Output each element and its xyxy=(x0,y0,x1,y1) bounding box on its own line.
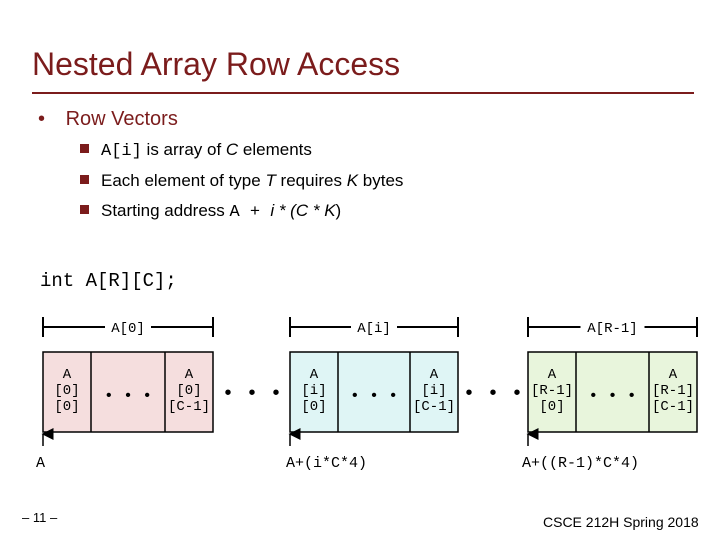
cell-first-label: [0] xyxy=(54,383,79,399)
cell-first-label: A xyxy=(310,367,319,383)
cell-last-label: [C-1] xyxy=(413,399,455,415)
cell-first-label: [0] xyxy=(54,399,79,415)
row-block xyxy=(289,351,459,433)
cell-ellipsis: • • • xyxy=(104,387,152,405)
cell-first-label: [0] xyxy=(301,399,326,415)
sub-italic: i xyxy=(270,201,275,220)
square-bullet-icon xyxy=(80,175,89,185)
cell-first-label: A xyxy=(63,367,72,383)
sub-text: requires xyxy=(275,171,347,190)
cell-last-label: A xyxy=(430,367,439,383)
cell-last-label: [R-1] xyxy=(652,383,694,399)
cell-last-label: A xyxy=(669,367,678,383)
cell-last-label: A xyxy=(185,367,194,383)
title-underline xyxy=(32,92,694,94)
sub-item-element-type: Each element of type T requires K bytes xyxy=(80,171,403,191)
row-block xyxy=(527,351,698,433)
cell-first-label: A xyxy=(548,367,557,383)
sub-text: elements xyxy=(238,140,312,159)
cell-first-label: [i] xyxy=(301,383,326,399)
main-bullet: • Row Vectors xyxy=(38,108,178,131)
course-footer: CSCE 212H Spring 2018 xyxy=(543,514,699,530)
bracket-label-bg xyxy=(351,315,397,335)
array-declaration: int A[R][C]; xyxy=(40,270,177,292)
sub-text: * ( xyxy=(274,201,296,220)
bracket-label: A[i] xyxy=(357,321,391,337)
sub-italic: K xyxy=(346,171,359,190)
sub-item-row-array: A[i] is array of C elements xyxy=(80,140,312,161)
address-label: A+(i*C*4) xyxy=(286,455,367,472)
bullet-dot: • xyxy=(38,108,46,130)
sub-italic: K xyxy=(324,201,336,220)
cell-last-label: [i] xyxy=(421,383,446,399)
cell-ellipsis: • • • xyxy=(588,387,636,405)
sub-text: bytes xyxy=(358,171,404,190)
square-bullet-icon xyxy=(80,205,89,215)
code-a-i: A[i] xyxy=(101,142,142,161)
cell-ellipsis: • • • xyxy=(350,387,398,405)
sub-text: Each element of type xyxy=(101,171,266,190)
cell-last-label: [C-1] xyxy=(168,399,210,415)
sub-item-start-address: Starting address A + i * (C * K) xyxy=(80,201,341,222)
bracket-label-bg xyxy=(580,315,645,335)
cell-last-label: [0] xyxy=(176,383,201,399)
sub-italic: C xyxy=(295,201,309,220)
sub-text: ) xyxy=(335,201,342,220)
address-label: A xyxy=(36,455,45,472)
bracket-label-bg xyxy=(105,315,151,335)
bracket-label: A[R-1] xyxy=(587,321,637,337)
slide-title: Nested Array Row Access xyxy=(32,46,401,82)
sub-text: * xyxy=(308,201,325,220)
cell-first-label: [R-1] xyxy=(531,383,573,399)
sub-italic: T xyxy=(265,171,276,190)
code-a-plus: A + xyxy=(229,203,271,222)
page-number: – 11 – xyxy=(22,510,58,525)
row-gap-ellipsis: • • • xyxy=(463,383,523,406)
bracket-label: A[0] xyxy=(111,321,145,337)
cell-last-label: [C-1] xyxy=(652,399,694,415)
row-block xyxy=(42,351,214,433)
bullet-text: Row Vectors xyxy=(65,108,178,130)
cell-first-label: [0] xyxy=(539,399,564,415)
square-bullet-icon xyxy=(80,144,89,154)
address-label: A+((R-1)*C*4) xyxy=(522,455,639,472)
sub-text: is array of xyxy=(141,140,226,159)
row-gap-ellipsis: • • • xyxy=(222,383,282,406)
sub-italic: C xyxy=(225,140,239,159)
sub-text: Starting address xyxy=(101,201,230,220)
